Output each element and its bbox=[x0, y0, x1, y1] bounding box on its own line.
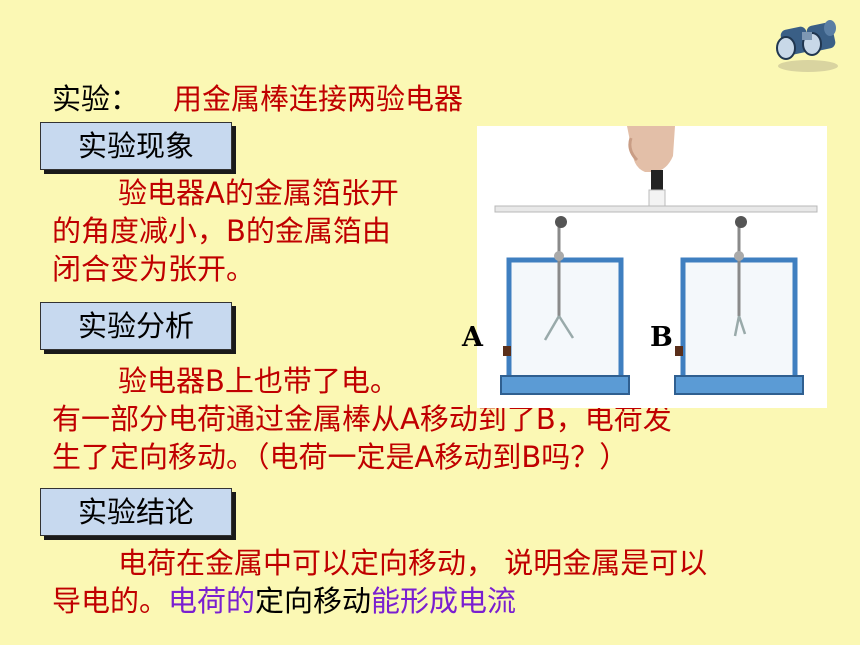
binoculars-icon bbox=[776, 20, 838, 72]
section-label-conclusion: 实验结论 bbox=[40, 488, 232, 536]
phenomenon-text: 验电器A的金属箔张开 的角度减小，B的金属箔由 闭合变为张开。 bbox=[52, 174, 399, 288]
analysis-text: 验电器B上也带了电。 有一部分电荷通过金属棒从A移动到了B，电荷发 生了定向移动… bbox=[52, 362, 672, 476]
section-label-phenomenon: 实验现象 bbox=[40, 122, 232, 170]
electroscope-illustration bbox=[494, 126, 818, 395]
title-text: 用金属棒连接两验电器 bbox=[173, 82, 464, 116]
conclusion-line-1: 电荷在金属中可以定向移动， 说明金属是可以 bbox=[118, 546, 708, 580]
phenomenon-line-1: 验电器A的金属箔张开 bbox=[118, 176, 399, 210]
phenomenon-line-2: 的角度减小，B的金属箔由 bbox=[52, 214, 391, 248]
slide-title: 实验： 用金属棒连接两验电器 bbox=[52, 76, 463, 118]
conclusion-segment-c: 定向移动 bbox=[255, 584, 372, 618]
conclusion-segment-b: 电荷的 bbox=[168, 584, 256, 618]
conclusion-segment-a: 导电的。 bbox=[52, 584, 169, 618]
analysis-line-3: 生了定向移动。（电荷一定是A移动到B吗？） bbox=[52, 440, 629, 474]
label-b: B bbox=[650, 322, 673, 353]
conclusion-line-2: 导电的。电荷的定向移动能形成电流 bbox=[52, 582, 707, 620]
electroscope-a bbox=[500, 216, 630, 395]
title-prefix: 实验： bbox=[52, 82, 140, 116]
electroscope-photo bbox=[477, 126, 827, 408]
conclusion-segment-d: 能形成电流 bbox=[371, 584, 517, 618]
section-label-analysis: 实验分析 bbox=[40, 302, 232, 350]
label-a: A bbox=[462, 322, 483, 353]
analysis-line-1: 验电器B上也带了电。 bbox=[118, 364, 399, 398]
electroscope-b bbox=[674, 216, 804, 395]
phenomenon-line-3: 闭合变为张开。 bbox=[52, 252, 256, 286]
conclusion-text: 电荷在金属中可以定向移动， 说明金属是可以 导电的。电荷的定向移动能形成电流 bbox=[52, 544, 707, 620]
